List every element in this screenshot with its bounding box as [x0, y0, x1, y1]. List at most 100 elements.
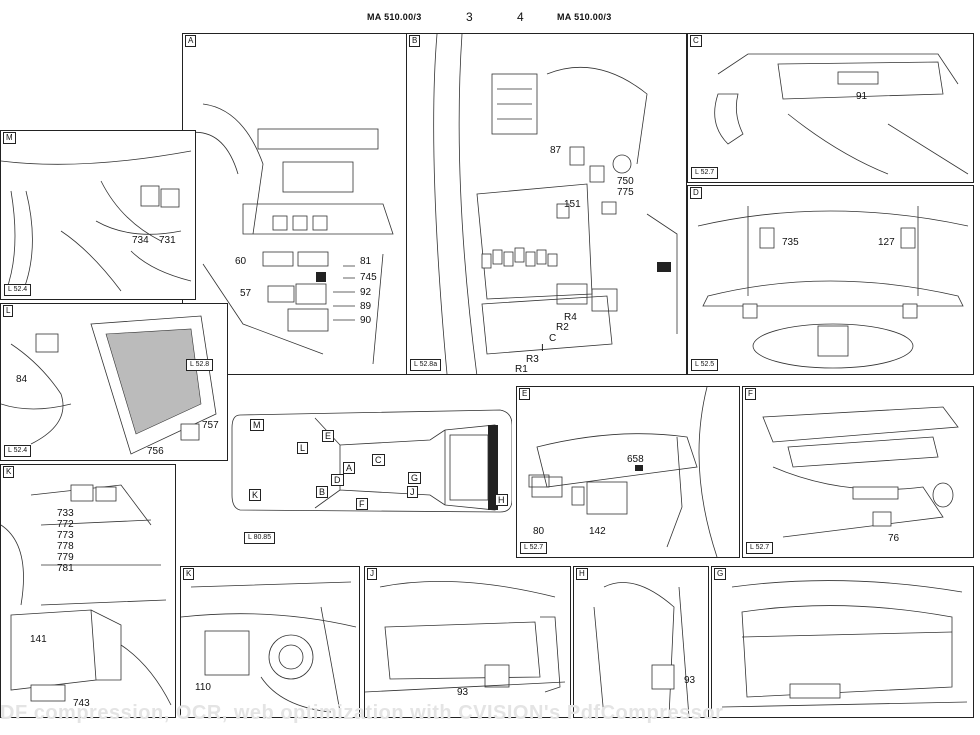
panel-c-drawing	[714, 53, 969, 175]
marker-k: K	[249, 489, 262, 501]
callout-745: 745	[360, 272, 377, 283]
callout-60: 60	[235, 256, 247, 267]
panel-a-drawing	[183, 103, 394, 365]
marker-e: E	[322, 430, 335, 442]
panel-e: E 658 80 142 L 52.7	[516, 386, 740, 558]
panel-b-ref: L 52.8a	[410, 359, 442, 371]
watermark: DF compression, OCR, web optimization wi…	[0, 702, 724, 724]
callout-90: 90	[360, 315, 372, 326]
marker-l: L	[297, 442, 309, 454]
callout-775: 775	[617, 187, 634, 198]
callout-757: 757	[202, 420, 219, 431]
panel-m-label: M	[3, 132, 16, 144]
panel-d: D 735 127 L 52.5	[687, 185, 974, 375]
callout-141: 141	[30, 634, 47, 645]
panel-f-ref: L 52.7	[746, 542, 774, 554]
callout-743: 743	[73, 698, 90, 709]
panel-g-label: G	[714, 568, 727, 580]
panel-c-label: C	[690, 35, 702, 47]
panel-j-drawing	[365, 580, 566, 693]
panel-d-ref: L 52.5	[691, 359, 719, 371]
marker-f: F	[356, 498, 368, 510]
callout-84: 84	[16, 374, 28, 385]
callout-658: 658	[627, 454, 644, 465]
callout-92: 92	[360, 287, 372, 298]
callout-756: 756	[147, 446, 164, 457]
panel-h-drawing	[593, 582, 690, 717]
callout-779: 779	[57, 552, 74, 563]
callout-142: 142	[589, 526, 606, 537]
panel-b-drawing	[433, 34, 678, 374]
panel-c: C 91 L 52.7	[687, 33, 974, 183]
marker-h: H	[495, 494, 508, 506]
page-number-left: 3	[466, 10, 473, 24]
callout-57: 57	[240, 288, 252, 299]
callout-735: 735	[782, 237, 799, 248]
panel-j: J 93	[364, 566, 571, 718]
header-left-code: MA 510.00/3	[367, 12, 422, 22]
panel-l-ref: L 52.4	[4, 445, 32, 457]
callout-772: 772	[57, 519, 74, 530]
panel-e-label: E	[519, 388, 531, 400]
callout-i: I	[541, 343, 544, 354]
callout-773: 773	[57, 530, 74, 541]
callout-750: 750	[617, 176, 634, 187]
panel-engine-bay: K 733 772 773 778 779 781 141 743	[0, 464, 176, 718]
callout-91: 91	[856, 91, 868, 102]
panel-k: K 110	[180, 566, 360, 718]
marker-d: D	[331, 474, 344, 486]
marker-b: B	[316, 486, 329, 498]
panel-m: M 734 731 L 52.4	[0, 130, 196, 300]
callout-c: C	[549, 333, 557, 344]
callout-734: 734	[132, 235, 149, 246]
panel-a-label: A	[185, 35, 197, 47]
panel-d-drawing	[697, 206, 969, 369]
callout-r1: R1	[515, 364, 528, 375]
callout-r3: R3	[526, 354, 539, 365]
panel-l: L 84 757 756 L 52.4	[0, 303, 228, 461]
callout-127: 127	[878, 237, 895, 248]
callout-778: 778	[57, 541, 74, 552]
callout-89: 89	[360, 301, 372, 312]
header-right-code: MA 510.00/3	[557, 12, 612, 22]
panel-d-label: D	[690, 187, 702, 199]
panel-e-drawing	[528, 387, 718, 557]
callout-151: 151	[564, 199, 581, 210]
callout-731: 731	[159, 235, 176, 246]
marker-j: J	[407, 486, 418, 498]
callout-733: 733	[57, 508, 74, 519]
panel-b-label: B	[409, 35, 421, 47]
panel-g-drawing	[721, 580, 968, 708]
panel-e-ref: L 52.7	[520, 542, 548, 554]
panel-l-drawing	[1, 315, 217, 455]
panel-k-label: K	[183, 568, 195, 580]
callout-80: 80	[533, 526, 545, 537]
panel-h: H 93	[573, 566, 709, 718]
panel-j-label: J	[367, 568, 377, 580]
callout-r2: R2	[556, 322, 569, 333]
panel-f: F 76 L 52.7	[742, 386, 974, 558]
callout-76: 76	[888, 533, 900, 544]
callout-87: 87	[550, 145, 562, 156]
marker-c: C	[372, 454, 385, 466]
panel-g: G	[711, 566, 974, 718]
callout-93-j: 93	[457, 687, 469, 698]
marker-m: M	[250, 419, 264, 431]
callout-81: 81	[360, 256, 372, 267]
panel-c-ref: L 52.7	[691, 167, 719, 179]
callout-781: 781	[57, 563, 74, 574]
panel-b: B 87 750 775 151 R4 R2 C I R3 R1 L 52.8a	[406, 33, 687, 375]
panel-a-ref: L 52.8	[186, 359, 214, 371]
car-location-map: M L E C A D G K B F J H L 80.85	[230, 400, 512, 550]
panel-f-label: F	[745, 388, 756, 400]
car-map-ref: L 80.85	[244, 532, 276, 544]
callout-93-h: 93	[684, 675, 696, 686]
panel-h-label: H	[576, 568, 588, 580]
callout-r4: R4	[564, 312, 577, 323]
callout-110: 110	[195, 682, 211, 693]
car-map-drawing	[231, 409, 512, 513]
panel-f-drawing	[762, 406, 959, 538]
page-number-right: 4	[517, 10, 524, 24]
marker-g: G	[408, 472, 422, 484]
panel-engine-bay-drawing	[1, 484, 172, 706]
